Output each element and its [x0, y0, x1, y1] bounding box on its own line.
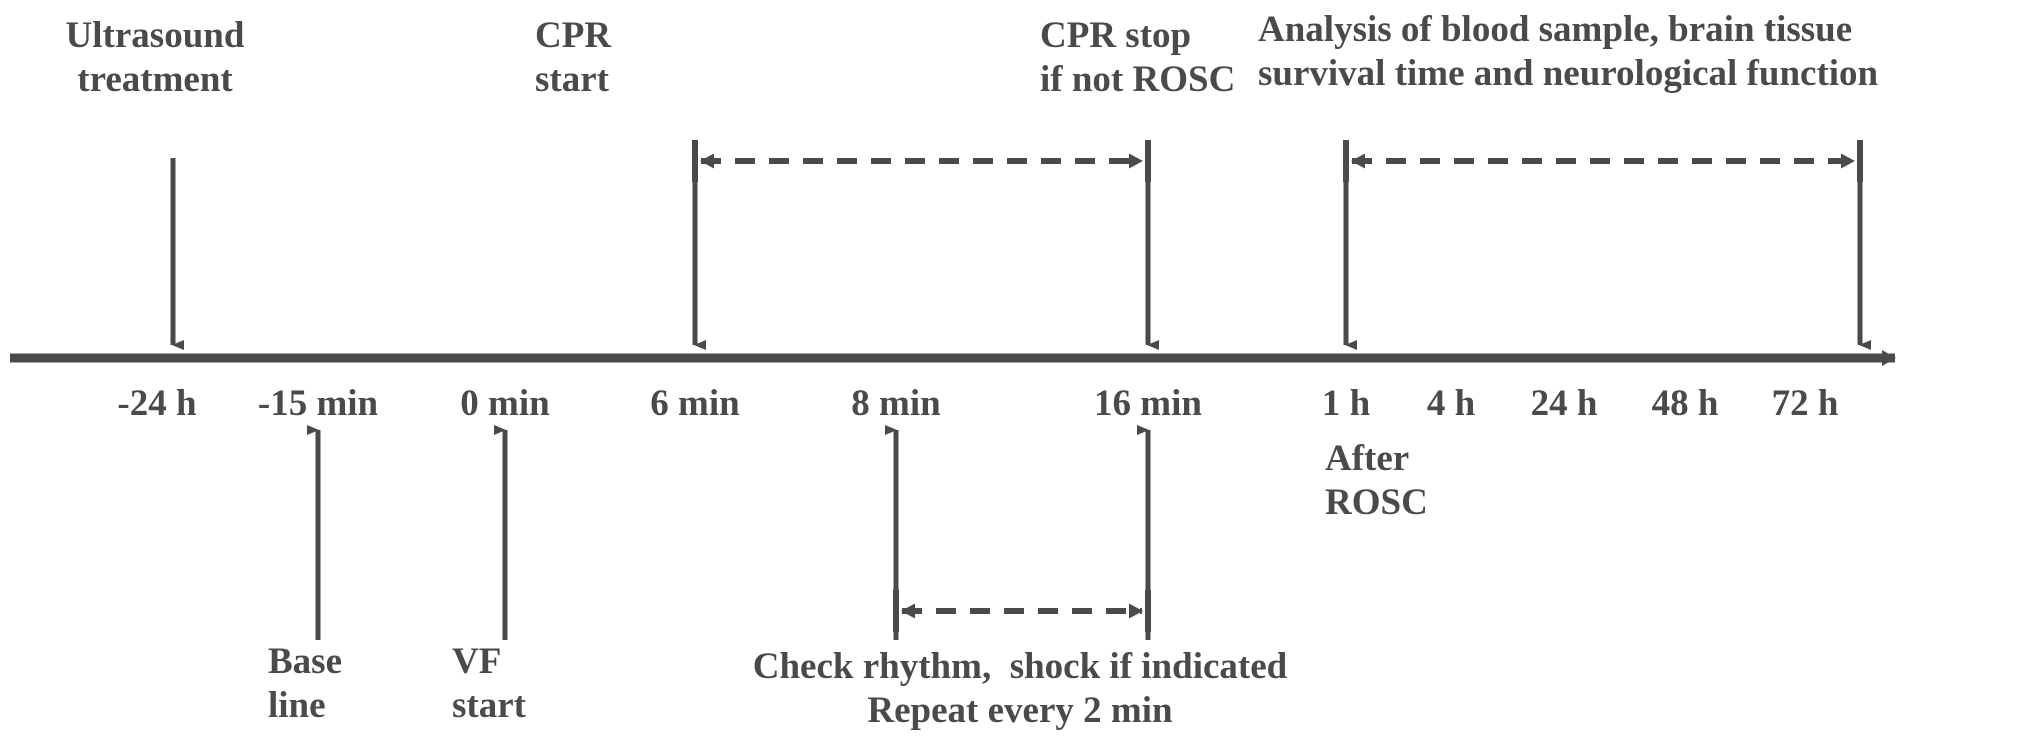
label-cpr-start-line-2: start: [535, 58, 609, 100]
tick-24h-text-line-1: 24 h: [1530, 383, 1598, 424]
label-check-rhythm-line-2: Repeat every 2 min: [867, 689, 1173, 731]
label-base-line-line-1: Base: [268, 641, 342, 682]
label-ultrasound-treatment-line-1: Ultrasound: [65, 15, 245, 56]
tick-6min-text: 6 min: [650, 382, 739, 426]
tick-16min-text-line-1: 16 min: [1094, 383, 1202, 424]
tick-8min-text-line-1: 8 min: [851, 383, 941, 424]
tick-1h-text: 1 h: [1322, 382, 1370, 426]
label-vf-start-line-2: start: [452, 684, 526, 726]
tick-48h-text-line-1: 48 h: [1651, 383, 1719, 424]
tick-48h-text: 48 h: [1652, 382, 1719, 426]
tick-72h-text: 72 h: [1772, 382, 1839, 426]
tick--24h-text: -24 h: [117, 382, 196, 426]
label-cpr-start-line-1: CPR: [535, 15, 612, 56]
tick-72h-text-line-1: 72 h: [1771, 383, 1839, 424]
label-analysis-line-2: survival time and neurological function: [1258, 52, 1879, 94]
tick-8min-text: 8 min: [851, 382, 940, 426]
tick-4h-text: 4 h: [1427, 382, 1475, 426]
tick--24h-text-line-1: -24 h: [117, 383, 197, 424]
label-base-line-line-2: line: [268, 684, 326, 726]
label-check-rhythm-line-1: Check rhythm, shock if indicated: [752, 646, 1288, 687]
tick-1h-text-line-1: 1 h: [1321, 383, 1371, 424]
tick--15min-text-line-1: -15 min: [257, 383, 379, 424]
label-vf-start-line-1: VF: [452, 641, 502, 682]
tick-16min-text: 16 min: [1094, 382, 1202, 426]
label-after-rosc-line-2: ROSC: [1325, 481, 1428, 523]
tick-4h-text-line-1: 4 h: [1426, 383, 1476, 424]
tick-0min-text: 0 min: [460, 382, 549, 426]
label-after-rosc-line-1: After: [1325, 438, 1410, 479]
tick-6min-text-line-1: 6 min: [650, 383, 740, 424]
label-cpr-stop-line-2: if not ROSC: [1040, 58, 1236, 100]
label-ultrasound-treatment-line-2: treatment: [77, 58, 233, 100]
tick-0min-text-line-1: 0 min: [460, 383, 550, 424]
label-analysis-line-1: Analysis of blood sample, brain tissue: [1258, 9, 1853, 50]
label-cpr-stop-line-1: CPR stop: [1040, 15, 1192, 56]
tick--15min-text: -15 min: [258, 382, 378, 426]
tick-24h-text: 24 h: [1531, 382, 1598, 426]
